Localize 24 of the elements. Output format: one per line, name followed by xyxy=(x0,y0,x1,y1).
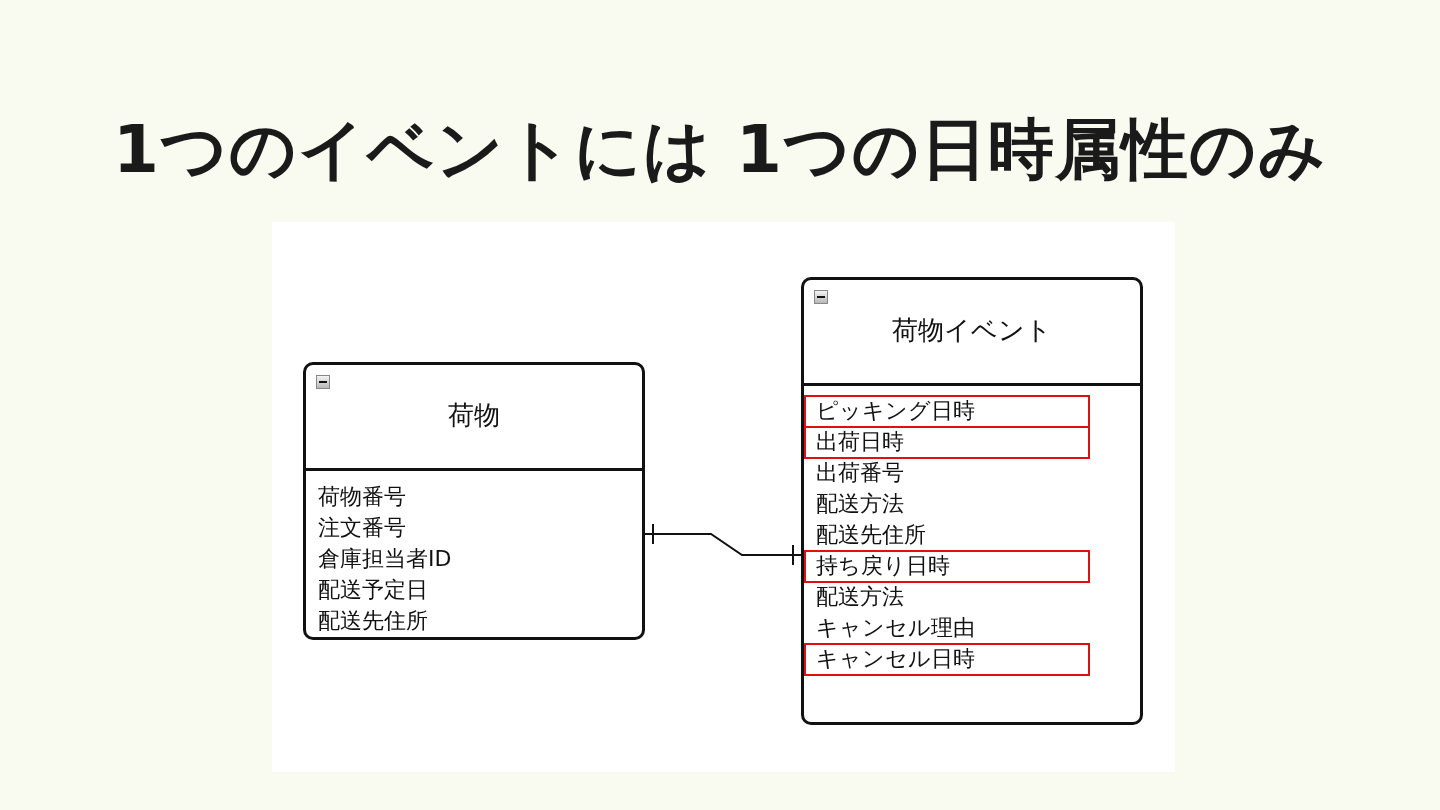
entity-box xyxy=(303,362,645,640)
page-title: 1つのイベントには 1つの日時属性のみ xyxy=(112,110,1328,190)
relationship-line xyxy=(644,523,802,566)
attribute-text: 出荷番号 xyxy=(816,459,904,487)
attribute-text: 配送先住所 xyxy=(816,521,926,549)
attribute-text: キャンセル日時 xyxy=(816,645,975,673)
entity-name: 荷物イベント xyxy=(891,313,1053,347)
highlight-box xyxy=(804,426,1090,459)
attribute-text: 荷物番号 xyxy=(318,483,406,511)
attribute-text: ピッキング日時 xyxy=(816,397,975,425)
entity-name: 荷物 xyxy=(447,398,501,432)
attribute-text: 注文番号 xyxy=(318,514,406,542)
highlight-box xyxy=(804,643,1090,676)
entity-box xyxy=(801,277,1143,725)
attribute-text: 倉庫担当者ID xyxy=(318,545,452,573)
attribute-text: 出荷日時 xyxy=(816,428,904,456)
attribute-text: 配送予定日 xyxy=(318,576,428,604)
attribute-text: キャンセル理由 xyxy=(816,614,975,642)
attribute-text: 持ち戻り日時 xyxy=(816,552,950,580)
highlight-box xyxy=(804,395,1090,428)
attribute-text: 配送方法 xyxy=(816,583,904,611)
attribute-text: 配送先住所 xyxy=(318,607,428,635)
attribute-text: 配送方法 xyxy=(816,490,904,518)
highlight-box xyxy=(804,550,1090,583)
